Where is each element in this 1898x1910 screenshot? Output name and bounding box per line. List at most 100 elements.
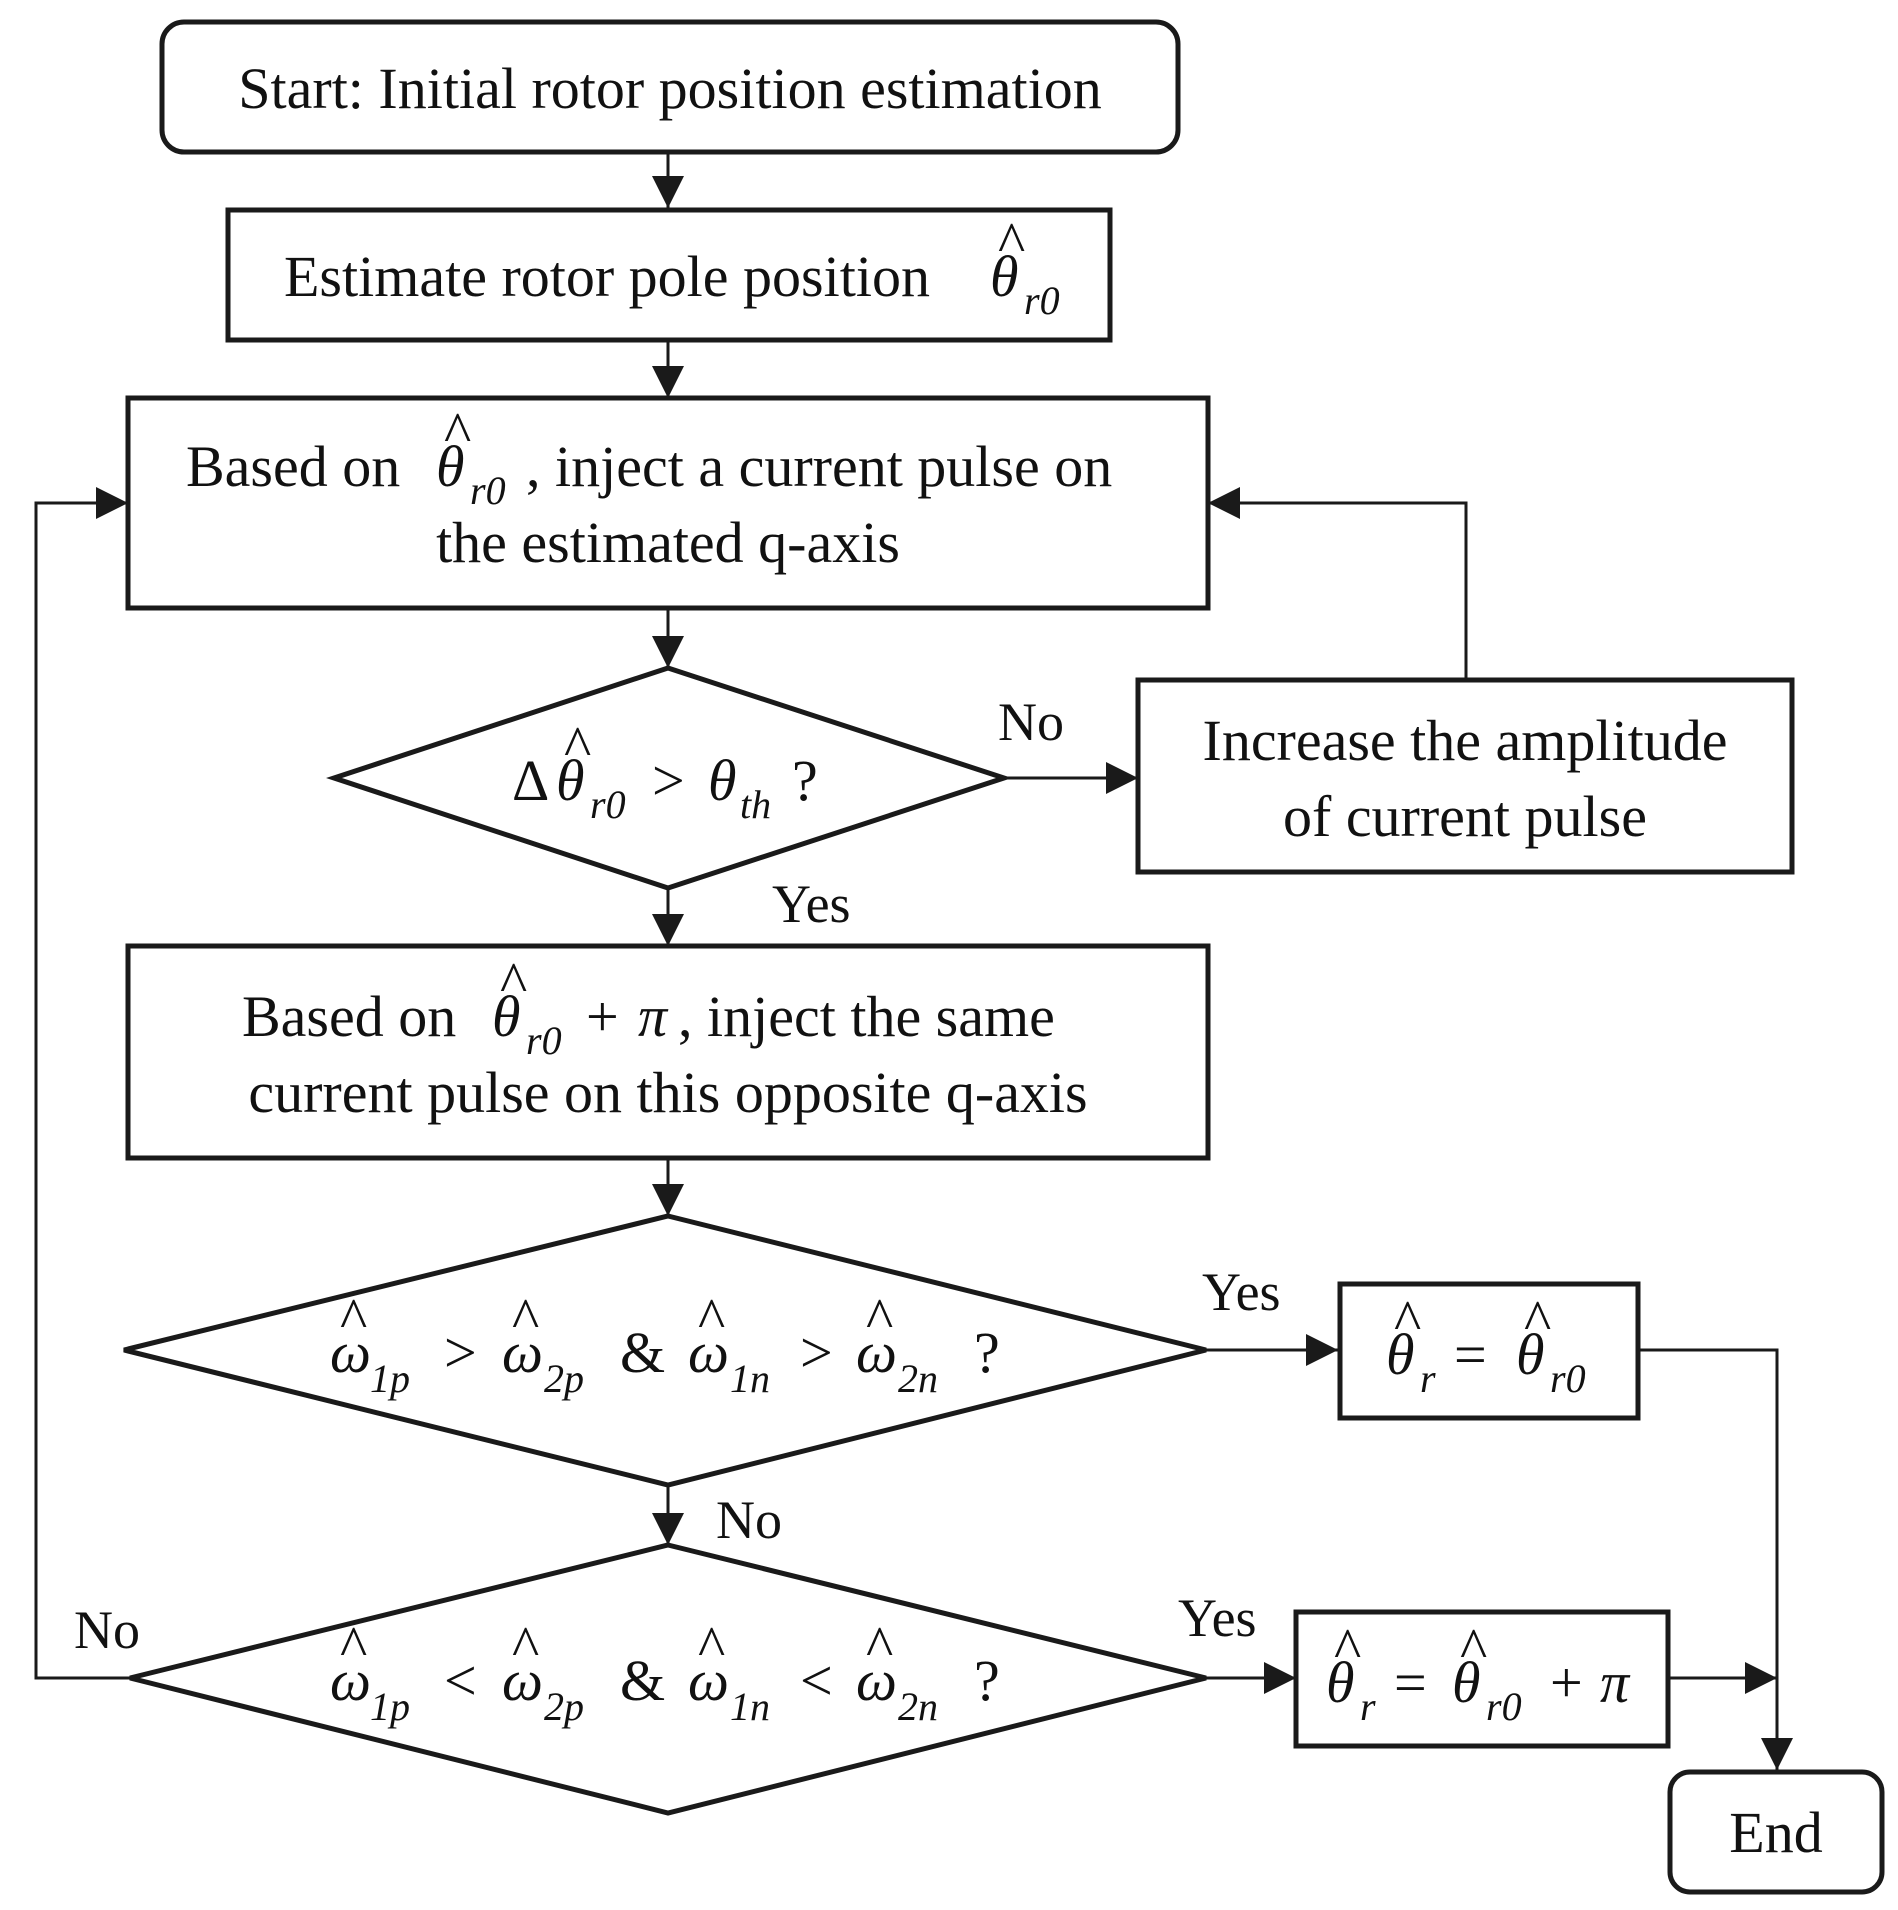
inject-q-line2: the estimated q-axis xyxy=(436,510,900,575)
increase-line2: of current pulse xyxy=(1283,784,1647,849)
inject-q-sub: r0 xyxy=(470,468,506,513)
check-less-sub-2n: 2n xyxy=(898,1684,938,1729)
result-b-pi: π xyxy=(1600,1650,1631,1715)
check-delta-sub-r0: r0 xyxy=(590,782,626,827)
label-no-check-greater: No xyxy=(716,1490,782,1550)
label-yes-check-less: Yes xyxy=(1178,1588,1257,1648)
inject-opp-hat: ^ xyxy=(500,950,527,1015)
check-less-omega-2p: ω xyxy=(502,1648,543,1713)
result-b-theta-r0: θ xyxy=(1452,1650,1481,1715)
node-estimate: Estimate rotor pole position θ ^ r0 xyxy=(225,207,1113,343)
node-end: End xyxy=(1667,1769,1885,1895)
check-greater-gt-2: > xyxy=(800,1320,833,1385)
inject-opp-sub: r0 xyxy=(526,1018,562,1063)
check-less-hat-1n: ^ xyxy=(698,1614,725,1679)
result-a-theta-r0: θ xyxy=(1516,1322,1545,1387)
node-check-greater: ω ^ 1p > ω ^ 2p & ω ^ 1n > ω ^ 2n ? xyxy=(123,1213,1207,1488)
edge-labels: No Yes Yes No Yes No xyxy=(74,692,1281,1660)
inject-opp-theta: θ xyxy=(492,984,521,1049)
result-b-hat-r0: ^ xyxy=(1460,1616,1487,1681)
node-result-a: θ ^ r = θ ^ r0 xyxy=(1337,1281,1641,1421)
check-delta-theta-th: θ xyxy=(708,748,737,813)
result-b-sub-r: r xyxy=(1360,1684,1376,1729)
check-less-sub-1p: 1p xyxy=(370,1684,410,1729)
inject-opp-plus: + xyxy=(586,984,619,1049)
inject-opp-pre: Based on xyxy=(242,984,456,1049)
check-greater-omega-2n: ω xyxy=(856,1320,897,1385)
check-less-omega-1p: ω xyxy=(330,1648,371,1713)
check-less-sub-2p: 2p xyxy=(544,1684,584,1729)
check-delta-sub-th: th xyxy=(740,782,771,827)
inject-q-pre: Based on xyxy=(186,434,400,499)
node-check-less: ω ^ 1p < ω ^ 2p & ω ^ 1n < ω ^ 2n ? xyxy=(129,1542,1207,1816)
start-label: Start: Initial rotor position estimation xyxy=(238,56,1101,121)
check-delta-theta: θ xyxy=(556,748,585,813)
estimate-theta-symbol: θ xyxy=(990,244,1019,309)
check-greater-sub-1n: 1n xyxy=(730,1356,770,1401)
result-b-sub-r0: r0 xyxy=(1486,1684,1522,1729)
node-check-delta: Δ θ ^ r0 > θ th ? xyxy=(326,665,1013,891)
check-less-sub-1n: 1n xyxy=(730,1684,770,1729)
result-a-sub-r0: r0 xyxy=(1550,1356,1586,1401)
result-a-hat-r: ^ xyxy=(1394,1288,1421,1353)
check-less-hat-2n: ^ xyxy=(866,1614,893,1679)
check-less-lt-1: < xyxy=(444,1648,477,1713)
check-less-q: ? xyxy=(974,1648,1000,1713)
inject-opp-line2: current pulse on this opposite q-axis xyxy=(248,1060,1087,1125)
connectors xyxy=(34,152,1793,1770)
label-yes-check-greater: Yes xyxy=(1202,1262,1281,1322)
result-b-eq: = xyxy=(1394,1650,1427,1715)
inject-q-hat: ^ xyxy=(444,400,471,465)
check-less-omega-1n: ω xyxy=(688,1648,729,1713)
node-increase: Increase the amplitude of current pulse xyxy=(1135,677,1795,875)
check-delta-hat: ^ xyxy=(564,714,591,779)
check-greater-omega-1n: ω xyxy=(688,1320,729,1385)
edge-check-less-no-loop xyxy=(34,487,130,1680)
check-less-hat-2p: ^ xyxy=(512,1614,539,1679)
check-greater-hat-2n: ^ xyxy=(866,1286,893,1351)
node-result-b: θ ^ r = θ ^ r0 + π xyxy=(1293,1609,1671,1749)
label-no-check-less: No xyxy=(74,1600,140,1660)
check-less-lt-2: < xyxy=(800,1648,833,1713)
inject-opp-pi: π xyxy=(638,984,669,1049)
check-greater-gt-1: > xyxy=(444,1320,477,1385)
check-less-omega-2n: ω xyxy=(856,1648,897,1713)
estimate-text: Estimate rotor pole position xyxy=(284,244,930,309)
inject-q-theta: θ xyxy=(436,434,465,499)
inject-q-post: , inject a current pulse on xyxy=(526,434,1112,499)
edge-increase-loop-back xyxy=(1208,487,1468,680)
check-greater-omega-2p: ω xyxy=(502,1320,543,1385)
check-greater-hat-1n: ^ xyxy=(698,1286,725,1351)
end-label: End xyxy=(1729,1800,1822,1865)
estimate-theta-sub: r0 xyxy=(1024,278,1060,323)
estimate-label: Estimate rotor pole position xyxy=(284,244,930,309)
inject-opp-post: , inject the same xyxy=(678,984,1055,1049)
check-greater-sub-2p: 2p xyxy=(544,1356,584,1401)
check-delta-q: ? xyxy=(792,748,818,813)
node-inject-q: Based on θ ^ r0 , inject a current pulse… xyxy=(125,395,1211,611)
label-yes-check-delta: Yes xyxy=(772,874,851,934)
check-less-amp: & xyxy=(620,1648,665,1713)
result-a-eq: = xyxy=(1454,1322,1487,1387)
check-greater-q: ? xyxy=(974,1320,1000,1385)
result-b-theta-r: θ xyxy=(1326,1650,1355,1715)
node-start: Start: Initial rotor position estimation xyxy=(159,19,1181,155)
check-greater-sub-2n: 2n xyxy=(898,1356,938,1401)
result-b-plus: + xyxy=(1550,1650,1583,1715)
check-greater-hat-2p: ^ xyxy=(512,1286,539,1351)
check-delta-gt: > xyxy=(652,748,685,813)
check-delta-delta: Δ xyxy=(512,748,549,813)
check-greater-omega-1p: ω xyxy=(330,1320,371,1385)
result-a-theta-r: θ xyxy=(1386,1322,1415,1387)
check-greater-sub-1p: 1p xyxy=(370,1356,410,1401)
check-greater-hat-1p: ^ xyxy=(340,1286,367,1351)
label-no-check-delta: No xyxy=(998,692,1064,752)
check-greater-amp: & xyxy=(620,1320,665,1385)
edge-result-a-to-end xyxy=(1638,1348,1793,1770)
node-inject-opposite: Based on θ ^ r0 + π , inject the same cu… xyxy=(125,943,1211,1161)
check-less-hat-1p: ^ xyxy=(340,1614,367,1679)
estimate-theta-hat: ^ xyxy=(998,210,1025,275)
result-a-sub-r: r xyxy=(1420,1356,1436,1401)
result-a-hat-r0: ^ xyxy=(1524,1288,1551,1353)
